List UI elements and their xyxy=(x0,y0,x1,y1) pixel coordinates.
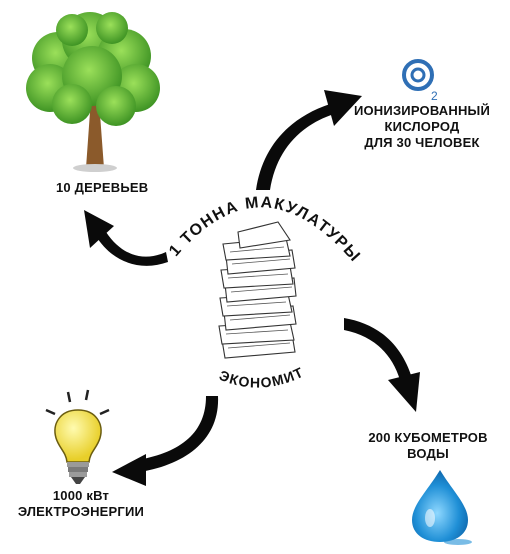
electricity-label: 1000 кВт ЭЛЕКТРОЭНЕРГИИ xyxy=(6,488,156,520)
oxygen-label: ИОНИЗИРОВАННЫЙ КИСЛОРОД ДЛЯ 30 ЧЕЛОВЕК xyxy=(352,103,492,151)
lightbulb-icon xyxy=(45,389,110,484)
center-bottom-arc: ЭКОНОМИТ xyxy=(217,364,306,391)
oxygen-icon: 2 xyxy=(402,59,438,103)
water-label: 200 КУБОМЕТРОВ ВОДЫ xyxy=(358,430,498,462)
electricity-label-line-2: ЭЛЕКТРОЭНЕРГИИ xyxy=(17,504,145,519)
water-drop-icon xyxy=(412,470,472,545)
arrow-to-electricity xyxy=(112,396,219,486)
oxygen-label-line-1: ИОНИЗИРОВАННЫЙ xyxy=(353,103,491,118)
arrow-to-trees xyxy=(84,210,168,266)
electricity-label-line-1: 1000 кВт xyxy=(52,488,110,503)
oxygen-label-line-2: КИСЛОРОД xyxy=(384,119,460,134)
oxygen-subscript: 2 xyxy=(431,89,438,103)
trees-label: 10 ДЕРЕВЬЕВ xyxy=(56,180,149,195)
arrow-to-oxygen xyxy=(256,90,362,190)
oxygen-label-line-3: ДЛЯ 30 ЧЕЛОВЕК xyxy=(364,135,480,150)
paper-stack-icon xyxy=(218,221,297,359)
water-label-line-2: ВОДЫ xyxy=(407,446,449,461)
tree-icon xyxy=(26,12,160,172)
arrow-to-water xyxy=(344,318,420,412)
water-label-line-1: 200 КУБОМЕТРОВ xyxy=(368,430,488,445)
